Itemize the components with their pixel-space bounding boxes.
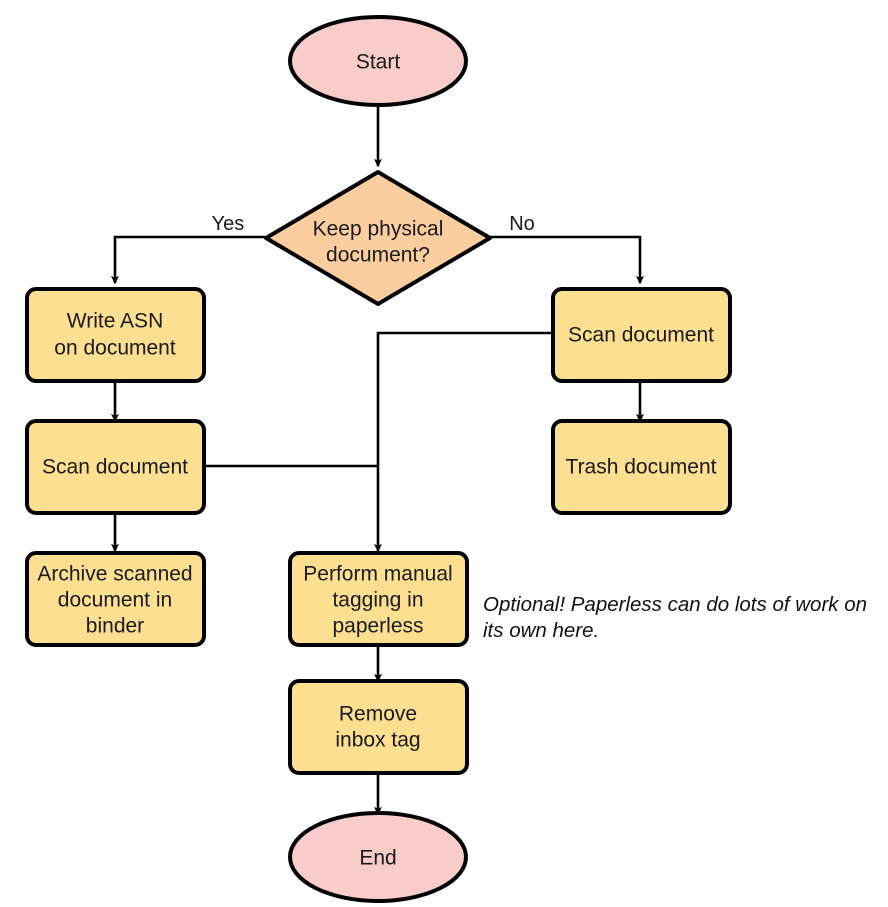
decision-diamond[interactable]	[264, 170, 492, 306]
archive-label-line3: binder	[86, 615, 144, 638]
node-scan-document-left[interactable]: Scan document	[25, 419, 206, 515]
node-end[interactable]: End	[288, 811, 468, 903]
archive-label-line2: document in	[58, 589, 172, 612]
archive-label-line1: Archive scanned	[37, 563, 192, 586]
start-ellipse[interactable]	[288, 15, 468, 107]
edge-label-layer: Yes No	[212, 213, 535, 235]
tagging-label-line3: paperless	[332, 615, 423, 638]
scan-document-left-label: Scan document	[42, 456, 188, 479]
edge-decision-yes-to-write-asn	[111, 235, 265, 285]
tagging-box[interactable]	[288, 551, 469, 647]
scan-document-left-box[interactable]	[25, 419, 206, 515]
edge-label-no: No	[509, 213, 535, 235]
annotation-line1: Optional! Paperless can do lots of work …	[483, 593, 867, 616]
decision-label-line1: Keep physical	[313, 218, 444, 241]
tagging-label-line2: tagging in	[332, 589, 423, 612]
edge-label-yes: Yes	[212, 213, 245, 235]
remove-inbox-label-line1: Remove	[339, 703, 417, 726]
end-ellipse[interactable]	[288, 811, 468, 903]
remove-inbox-tag-box[interactable]	[288, 679, 469, 775]
node-archive-scanned-document[interactable]: Archive scanned document in binder	[25, 551, 206, 647]
annotation-optional-note: Optional! Paperless can do lots of work …	[483, 593, 867, 642]
edge-scan-right-to-tagging	[374, 331, 553, 553]
node-scan-document-right[interactable]: Scan document	[551, 287, 732, 383]
write-asn-label-line1: Write ASN	[67, 310, 163, 333]
remove-inbox-label-line2: inbox tag	[335, 729, 420, 752]
start-label: Start	[356, 51, 401, 74]
trash-document-box[interactable]	[551, 419, 732, 515]
decision-label-line2: document?	[326, 244, 430, 267]
edge-layer	[111, 104, 644, 816]
write-asn-box[interactable]	[25, 287, 206, 383]
node-write-asn-on-document[interactable]: Write ASN on document	[25, 287, 206, 383]
node-remove-inbox-tag[interactable]: Remove inbox tag	[288, 679, 469, 775]
trash-document-label: Trash document	[566, 456, 717, 479]
archive-box[interactable]	[25, 551, 206, 647]
scan-document-right-label: Scan document	[568, 324, 714, 347]
node-trash-document[interactable]: Trash document	[551, 419, 732, 515]
scan-document-right-box[interactable]	[551, 287, 732, 383]
annotation-line2: its own here.	[483, 619, 599, 642]
node-start[interactable]: Start	[288, 15, 468, 107]
node-keep-physical-document-decision[interactable]: Keep physical document?	[264, 170, 492, 306]
write-asn-label-line2: on document	[54, 337, 176, 360]
end-label: End	[359, 847, 396, 870]
node-perform-manual-tagging[interactable]: Perform manual tagging in paperless	[288, 551, 469, 647]
edge-decision-no-to-scan-right	[490, 235, 644, 285]
tagging-label-line1: Perform manual	[303, 563, 452, 586]
